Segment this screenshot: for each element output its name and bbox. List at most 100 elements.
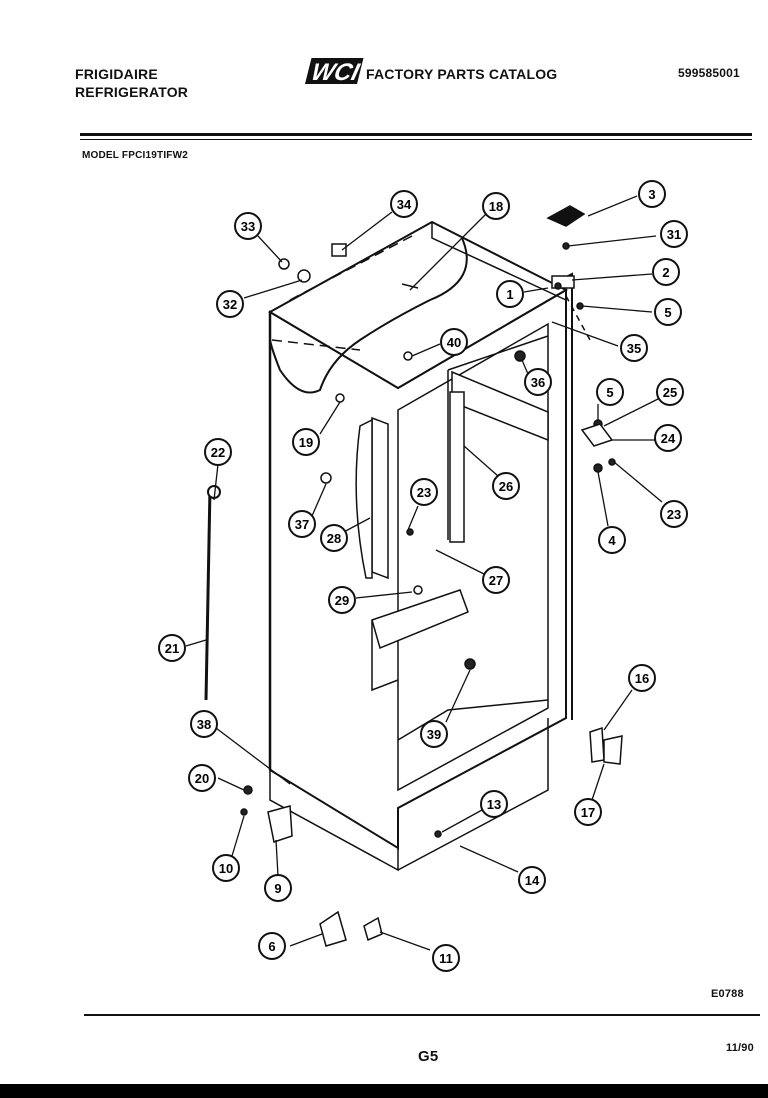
callout-circle xyxy=(492,472,520,500)
callout-13: 13 xyxy=(480,790,508,818)
callout-circle xyxy=(574,798,602,826)
callout-label: 23 xyxy=(667,507,681,522)
model-number: MODEL FPCI19TIFW2 xyxy=(82,150,189,161)
brand-name: FRIGIDAIRE xyxy=(75,66,158,82)
callout-6: 6 xyxy=(258,932,286,960)
callout-circle xyxy=(652,258,680,286)
callout-27: 27 xyxy=(482,566,510,594)
callout-circle xyxy=(656,378,684,406)
callout-36: 36 xyxy=(524,368,552,396)
callout-label: 11 xyxy=(439,951,453,966)
callout-5a: 5 xyxy=(596,378,624,406)
drawing-code: E0788 xyxy=(711,988,744,1000)
callout-label: 27 xyxy=(489,573,503,588)
callout-circle xyxy=(660,220,688,248)
callout-circle xyxy=(628,664,656,692)
callout-circle xyxy=(440,328,468,356)
callout-34: 34 xyxy=(390,190,418,218)
dashed-leader xyxy=(271,339,361,351)
callout-label: 17 xyxy=(581,805,595,820)
callout-3: 3 xyxy=(638,180,666,208)
callout-35: 35 xyxy=(620,334,648,362)
callout-11: 11 xyxy=(432,944,460,972)
callout-label: 29 xyxy=(335,593,349,608)
dashed-leader xyxy=(289,235,413,301)
callout-circle xyxy=(482,566,510,594)
callout-39: 39 xyxy=(420,720,448,748)
header-rule-thick xyxy=(80,133,752,136)
callout-10: 10 xyxy=(212,854,240,882)
callout-circle xyxy=(518,866,546,894)
callout-label: 22 xyxy=(211,445,225,460)
callout-label: 38 xyxy=(197,717,211,732)
callout-label: 20 xyxy=(195,771,209,786)
product-type: REFRIGERATOR xyxy=(75,84,189,100)
callout-circle xyxy=(432,944,460,972)
drain-line xyxy=(204,487,212,701)
callout-17: 17 xyxy=(574,798,602,826)
callout-label: 31 xyxy=(667,227,681,242)
catalog-title: FACTORY PARTS CATALOG xyxy=(366,66,558,82)
svg-text:WCI: WCI xyxy=(309,59,363,86)
page-number: G5 xyxy=(418,1048,439,1065)
callout-circle xyxy=(212,854,240,882)
callout-22: 22 xyxy=(204,438,232,466)
scan-edge-band xyxy=(0,1084,768,1098)
callout-circle xyxy=(234,212,262,240)
callout-label: 23 xyxy=(417,485,431,500)
drain-tube xyxy=(269,237,468,394)
callout-circle xyxy=(496,280,524,308)
callouts: 1234556910111314161718192021222323242526… xyxy=(158,180,688,972)
callout-circle xyxy=(158,634,186,662)
callout-2: 2 xyxy=(652,258,680,286)
callout-label: 28 xyxy=(327,531,341,546)
catalog-number: 599585001 xyxy=(678,66,740,80)
callout-label: 18 xyxy=(489,199,503,214)
callout-circle xyxy=(638,180,666,208)
callout-33: 33 xyxy=(234,212,262,240)
callout-label: 21 xyxy=(165,641,179,656)
callout-circle xyxy=(390,190,418,218)
callout-25: 25 xyxy=(656,378,684,406)
callout-circle xyxy=(292,428,320,456)
callout-31: 31 xyxy=(660,220,688,248)
callout-circle xyxy=(328,586,356,614)
callout-label: 26 xyxy=(499,479,513,494)
callout-21: 21 xyxy=(158,634,186,662)
callout-label: 36 xyxy=(531,375,545,390)
callout-1: 1 xyxy=(496,280,524,308)
small-parts xyxy=(240,205,623,947)
callout-label: 40 xyxy=(447,335,461,350)
callout-24: 24 xyxy=(654,424,682,452)
callout-label: 14 xyxy=(525,873,540,888)
callout-38: 38 xyxy=(190,710,218,738)
callout-37: 37 xyxy=(288,510,316,538)
callout-26: 26 xyxy=(492,472,520,500)
callout-label: 16 xyxy=(635,671,649,686)
callout-14: 14 xyxy=(518,866,546,894)
dashed-leader xyxy=(565,295,591,341)
callout-20: 20 xyxy=(188,764,216,792)
callout-circle xyxy=(482,192,510,220)
callout-label: 1 xyxy=(506,287,513,302)
callout-label: 13 xyxy=(487,797,501,812)
callout-circle xyxy=(480,790,508,818)
callout-19: 19 xyxy=(292,428,320,456)
callout-23b: 23 xyxy=(660,500,688,528)
shelf-rails xyxy=(355,391,465,580)
callout-circle xyxy=(660,500,688,528)
callout-circle xyxy=(216,290,244,318)
callout-circle xyxy=(258,932,286,960)
callout-label: 39 xyxy=(427,727,441,742)
callout-5b: 5 xyxy=(654,298,682,326)
callout-circle xyxy=(654,298,682,326)
callout-label: 5 xyxy=(664,305,671,320)
callout-label: 33 xyxy=(241,219,255,234)
callout-label: 5 xyxy=(606,385,613,400)
callout-label: 35 xyxy=(627,341,641,356)
callout-18: 18 xyxy=(482,192,510,220)
callout-circle xyxy=(654,424,682,452)
callout-label: 32 xyxy=(223,297,237,312)
callout-label: 34 xyxy=(397,197,412,212)
